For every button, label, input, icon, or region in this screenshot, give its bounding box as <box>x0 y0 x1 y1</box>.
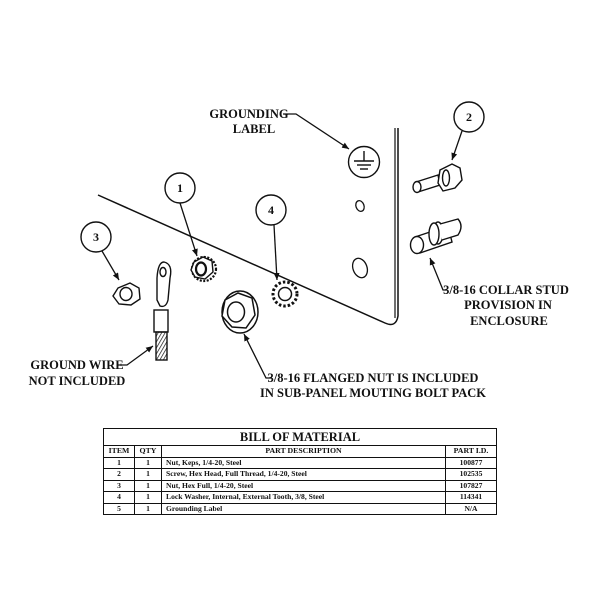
column-header-item: ITEM <box>103 445 135 458</box>
label-line: 3/8-16 COLLAR STUD <box>443 283 569 297</box>
keps-nut <box>190 255 218 283</box>
bom-title: BILL OF MATERIAL <box>103 428 497 446</box>
cell-part-id: N/A <box>445 502 497 515</box>
cell-description: Screw, Hex Head, Full Thread, 1/4-20, St… <box>161 468 446 481</box>
ground-wire-text: GROUND WIRE NOT INCLUDED <box>29 358 126 388</box>
cell-description: Nut, Keps, 1/4-20, Steel <box>161 456 446 469</box>
collar-stud <box>409 218 462 255</box>
cell-qty: 1 <box>134 468 162 481</box>
lock-washer <box>271 280 299 308</box>
cell-item: 2 <box>103 468 135 481</box>
flanged-nut <box>221 290 259 334</box>
column-header-part-id: PART I.D. <box>445 445 497 458</box>
label-line: GROUND WIRE <box>30 358 123 372</box>
callout-number: 3 <box>93 230 99 244</box>
bill-of-material-table: BILL OF MATERIAL ITEM QTY PART DESCRIPTI… <box>103 428 497 515</box>
table-row: 2 1 Screw, Hex Head, Full Thread, 1/4-20… <box>103 468 497 481</box>
column-header-description: PART DESCRIPTION <box>161 445 446 458</box>
table-row: 3 1 Nut, Hex Full, 1/4-20, Steel 107827 <box>103 479 497 492</box>
callout-bubble-3: 3 <box>80 221 120 281</box>
cell-part-id: 100877 <box>445 456 497 469</box>
leader-grounding-label <box>283 113 350 150</box>
label-line: LABEL <box>233 122 275 136</box>
bom-header-row: ITEM QTY PART DESCRIPTION PART I.D. <box>103 445 497 458</box>
table-row: 4 1 Lock Washer, Internal, External Toot… <box>103 491 497 504</box>
cell-item: 1 <box>103 456 135 469</box>
cell-qty: 1 <box>134 502 162 515</box>
cell-qty: 1 <box>134 456 162 469</box>
table-row: 5 1 Grounding Label N/A <box>103 502 497 515</box>
label-line: GROUNDING <box>209 107 288 121</box>
table-row: 1 1 Nut, Keps, 1/4-20, Steel 100877 <box>103 456 497 469</box>
callout-number: 1 <box>177 181 183 195</box>
label-line: IN SUB-PANEL MOUTING BOLT PACK <box>260 386 486 400</box>
ground-symbol-icon <box>347 145 381 179</box>
label-line: NOT INCLUDED <box>29 374 126 388</box>
callout-number: 2 <box>466 110 472 124</box>
grounding-label-text: GROUNDING LABEL <box>209 107 288 136</box>
cell-description: Grounding Label <box>161 502 446 515</box>
ring-terminal <box>153 261 172 361</box>
sub-panel <box>97 128 399 326</box>
flanged-nut-text: 3/8-16 FLANGED NUT IS INCLUDED IN SUB-PA… <box>260 371 486 400</box>
leader-collar-stud <box>429 257 447 291</box>
cell-item: 3 <box>103 479 135 492</box>
callout-bubble-4: 4 <box>255 194 287 281</box>
callout-bubble-2: 2 <box>451 101 485 161</box>
label-line: 3/8-16 FLANGED NUT IS INCLUDED <box>268 371 479 385</box>
cell-item: 4 <box>103 491 135 504</box>
label-line: ENCLOSURE <box>470 314 548 328</box>
leader-ground-wire <box>118 345 154 366</box>
cell-description: Lock Washer, Internal, External Tooth, 3… <box>161 491 446 504</box>
callout-bubble-1: 1 <box>164 172 198 257</box>
column-header-qty: QTY <box>134 445 162 458</box>
panel-hole-large <box>351 257 369 279</box>
cell-item: 5 <box>103 502 135 515</box>
cell-part-id: 102535 <box>445 468 497 481</box>
panel-hole-small <box>355 200 365 212</box>
label-line: PROVISION IN <box>464 298 552 312</box>
leader-flanged-nut <box>243 333 272 379</box>
hex-nut <box>112 282 141 306</box>
collar-stud-text: 3/8-16 COLLAR STUD PROVISION IN ENCLOSUR… <box>443 283 569 328</box>
cell-part-id: 114341 <box>445 491 497 504</box>
cell-part-id: 107827 <box>445 479 497 492</box>
callout-number: 4 <box>268 203 274 217</box>
cell-qty: 1 <box>134 491 162 504</box>
cell-description: Nut, Hex Full, 1/4-20, Steel <box>161 479 446 492</box>
cell-qty: 1 <box>134 479 162 492</box>
screw-hex-head <box>412 163 463 194</box>
